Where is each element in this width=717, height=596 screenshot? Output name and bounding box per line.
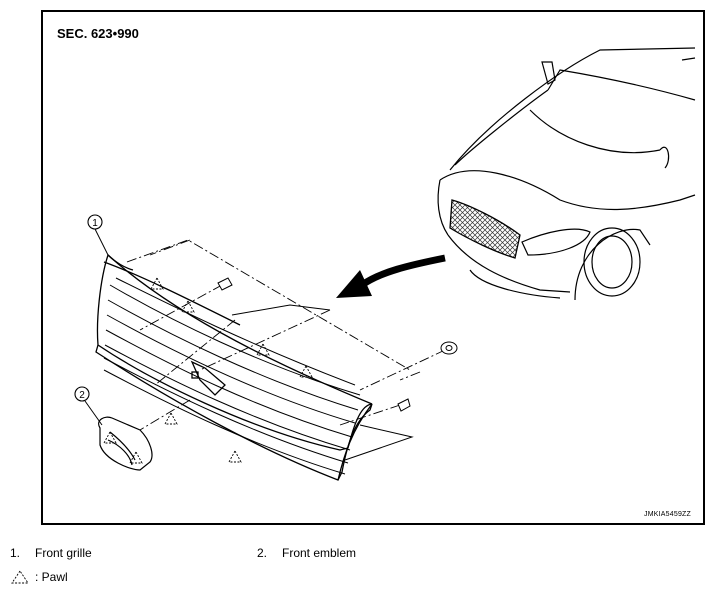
clip-fasteners	[217, 277, 458, 412]
pawl-triangle-icon	[11, 570, 29, 584]
vehicle-illustration	[437, 47, 696, 301]
figure-id: JMKIA5459ZZ	[644, 511, 691, 518]
pawl-triangle-icon	[256, 343, 270, 356]
guide-lines	[126, 239, 446, 431]
pawl-triangle-icon	[129, 451, 143, 464]
vehicle-grille-highlight	[449, 199, 521, 259]
legend-pawl-label: : Pawl	[35, 570, 68, 584]
svg-text:1: 1	[92, 218, 98, 229]
pawl-triangle-icon	[150, 277, 164, 290]
front-grille	[95, 253, 373, 481]
legend-number: 1.	[10, 546, 21, 560]
direction-arrow	[359, 254, 446, 288]
callout-1: 1	[87, 214, 109, 256]
pawl-triangle-icon	[228, 450, 242, 463]
pawl-triangle-icon	[181, 300, 195, 313]
callout-2: 2	[74, 386, 103, 426]
pawl-triangle-icon	[299, 365, 313, 378]
section-label: SEC. 623•990	[57, 26, 139, 41]
legend-number: 2.	[257, 546, 268, 560]
svg-text:2: 2	[79, 390, 85, 401]
pawl-markers	[103, 277, 313, 464]
diagram-frame: SEC. 623•990 JMKIA5459ZZ	[41, 10, 705, 525]
legend-label: Front grille	[35, 546, 92, 560]
pawl-triangle-icon	[103, 431, 117, 444]
direction-arrowhead-icon	[336, 270, 372, 298]
pawl-triangle-icon	[164, 412, 178, 425]
legend-label: Front emblem	[282, 546, 357, 560]
front-emblem	[98, 416, 153, 471]
grille-panel-plane	[231, 304, 414, 461]
